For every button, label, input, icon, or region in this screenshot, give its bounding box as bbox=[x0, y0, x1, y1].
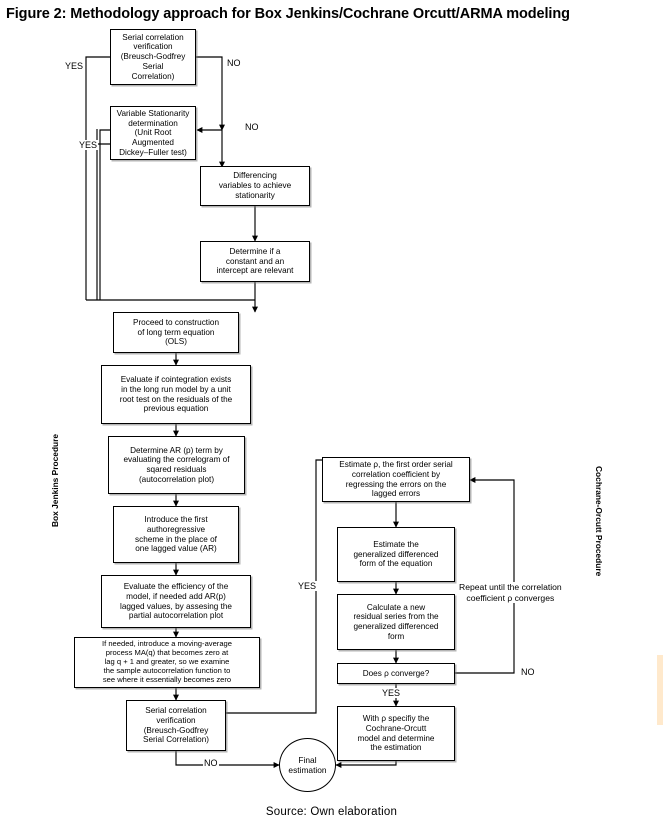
edge-label-no-mid: NO bbox=[244, 122, 260, 132]
node-line: Variable Stationarity bbox=[116, 108, 190, 118]
node-line: partial autocorrelation plot bbox=[128, 611, 224, 621]
node-line: evaluating the correlogram of bbox=[123, 455, 230, 465]
node-does-rho-converge[interactable]: Does ρ converge? bbox=[337, 663, 455, 684]
node-line: residual series from the bbox=[353, 612, 439, 622]
node-line: variables to achieve bbox=[218, 181, 292, 191]
annotation-line: coefficient ρ converges bbox=[466, 592, 555, 603]
node-line: verification bbox=[156, 715, 196, 725]
node-line: the estimation bbox=[370, 743, 422, 753]
node-line: one lagged value (AR) bbox=[135, 544, 217, 554]
node-line: root test on the residuals of the bbox=[119, 394, 233, 404]
edge-label-no-serial-bottom: NO bbox=[203, 758, 219, 768]
node-new-residual-series[interactable]: Calculate a new residual series from the… bbox=[337, 594, 455, 650]
side-label-cochrane-orcutt: Cochrane-Orcutt Procedure bbox=[594, 466, 604, 577]
node-line: Serial Correlation) bbox=[143, 735, 209, 745]
edge-label-yes-converge: YES bbox=[381, 688, 402, 698]
node-ols-long-term-equation[interactable]: Proceed to construction of long term equ… bbox=[113, 312, 239, 353]
node-line: (Unit Root Augmented bbox=[132, 128, 174, 147]
node-line: Serial correlation bbox=[145, 706, 207, 716]
node-line: Introduce the first bbox=[144, 515, 208, 525]
annotation-line: Repeat until the correlation bbox=[459, 582, 562, 592]
edge-label-no-top: NO bbox=[226, 58, 242, 68]
node-line: lag q + 1 and greater, so we examine bbox=[104, 657, 230, 667]
node-evaluate-efficiency[interactable]: Evaluate the efficiency of the model, if… bbox=[101, 575, 251, 628]
node-variable-stationarity[interactable]: Variable Stationarity determination (Uni… bbox=[110, 106, 196, 160]
node-line: Estimate the bbox=[373, 539, 419, 549]
node-line: model and determine bbox=[357, 733, 435, 743]
node-line: Determine AR (p) term by bbox=[130, 445, 223, 455]
node-line: stationarity bbox=[235, 190, 275, 200]
node-line: Dickey–Fuller test) bbox=[119, 147, 187, 157]
node-line: determination bbox=[128, 118, 178, 128]
node-line: generalized differenced bbox=[353, 549, 439, 559]
node-line: sqared residuals bbox=[146, 465, 207, 474]
node-line: (autocorrelation plot) bbox=[138, 474, 215, 484]
node-line: Proceed to construction bbox=[132, 317, 220, 327]
node-constant-intercept[interactable]: Determine if a constant and an intercept… bbox=[200, 241, 310, 282]
node-line: scheme in the place of bbox=[135, 534, 217, 544]
node-line: of long term equation bbox=[137, 327, 215, 337]
node-line: Determine if a bbox=[229, 246, 281, 256]
node-determine-ar-term[interactable]: Determine AR (p) term by evaluating the … bbox=[108, 436, 245, 494]
source-caption: Source: Own elaboration bbox=[265, 806, 398, 818]
node-line: (OLS) bbox=[165, 337, 187, 347]
node-line: regressing the errors on the bbox=[345, 479, 447, 489]
edge-label-yes-mid: YES bbox=[78, 140, 99, 150]
node-line: Evaluate the efficiency of the bbox=[123, 582, 229, 592]
node-line: With ρ specifiy the bbox=[362, 714, 430, 724]
node-estimate-rho[interactable]: Estimate ρ, the first order serial corre… bbox=[322, 457, 470, 502]
node-line: verification bbox=[133, 42, 173, 52]
node-line: constant and an bbox=[225, 256, 285, 266]
node-line: Estimate ρ, the first order serial bbox=[339, 460, 453, 470]
page-edge-artifact bbox=[657, 655, 663, 725]
node-line: Cochrane-Orcutt bbox=[365, 723, 427, 733]
edge-label-yes-serial-bottom: YES bbox=[297, 581, 318, 591]
node-line: process MA(q) that becomes zero at bbox=[105, 648, 229, 658]
node-line: previous equation bbox=[143, 404, 209, 414]
node-generalized-differenced-form[interactable]: Estimate the generalized differenced for… bbox=[337, 527, 455, 582]
node-cointegration-test[interactable]: Evaluate if cointegration exists in the … bbox=[101, 365, 251, 424]
node-final-estimation[interactable]: Final estimation bbox=[279, 738, 336, 792]
node-line: model, if needed add AR(p) bbox=[126, 591, 226, 601]
edge-label-no-converge: NO bbox=[520, 667, 536, 677]
node-line: intercept are relevant bbox=[216, 266, 294, 276]
node-line: If needed, introduce a moving-average bbox=[101, 639, 233, 649]
node-line: (Breusch-Godfrey bbox=[143, 725, 209, 735]
node-line: correlation coefficient by bbox=[351, 469, 441, 479]
page-title: Figure 2: Methodology approach for Box J… bbox=[6, 6, 570, 22]
node-differencing[interactable]: Differencing variables to achieve statio… bbox=[200, 166, 310, 206]
node-introduce-first-ar[interactable]: Introduce the first authoregressive sche… bbox=[113, 506, 239, 563]
node-moving-average-process[interactable]: If needed, introduce a moving-average pr… bbox=[74, 637, 260, 688]
node-line: generalized differenced bbox=[353, 622, 439, 631]
node-line: estimation bbox=[288, 765, 327, 775]
node-line: Final bbox=[298, 754, 317, 765]
node-line: Calculate a new bbox=[366, 602, 426, 612]
node-line: lagged values, by assesing the bbox=[120, 601, 232, 611]
side-label-box-jenkins: Box Jenkins Procedure bbox=[50, 433, 60, 527]
node-line: see where it essentially becomes zero bbox=[102, 674, 232, 684]
annotation-repeat-until: Repeat until the correlation coefficient… bbox=[459, 582, 562, 604]
node-serial-correlation-top[interactable]: Serial correlation verification (Breusch… bbox=[110, 29, 196, 85]
node-line: form of the equation bbox=[359, 559, 433, 569]
node-line: Does ρ converge? bbox=[362, 668, 430, 678]
node-line: authoregressive bbox=[146, 524, 206, 534]
node-serial-correlation-bottom[interactable]: Serial correlation verification (Breusch… bbox=[126, 700, 226, 751]
node-line: Serial correlation bbox=[122, 32, 184, 42]
node-line: in the long run model by a unit bbox=[121, 384, 231, 394]
node-line: Evaluate if cointegration exists bbox=[120, 375, 232, 385]
node-line: (Breusch-Godfrey Serial bbox=[120, 52, 186, 71]
edge-label-yes-top: YES bbox=[64, 61, 85, 71]
node-line: Differencing bbox=[233, 171, 277, 181]
node-line: Correlation) bbox=[131, 71, 175, 81]
node-line: lagged errors bbox=[371, 489, 421, 499]
node-line: the sample autocorrelation function to bbox=[103, 665, 231, 675]
node-with-rho-specify[interactable]: With ρ specifiy the Cochrane-Orcutt mode… bbox=[337, 706, 455, 761]
node-line: form bbox=[387, 631, 405, 641]
